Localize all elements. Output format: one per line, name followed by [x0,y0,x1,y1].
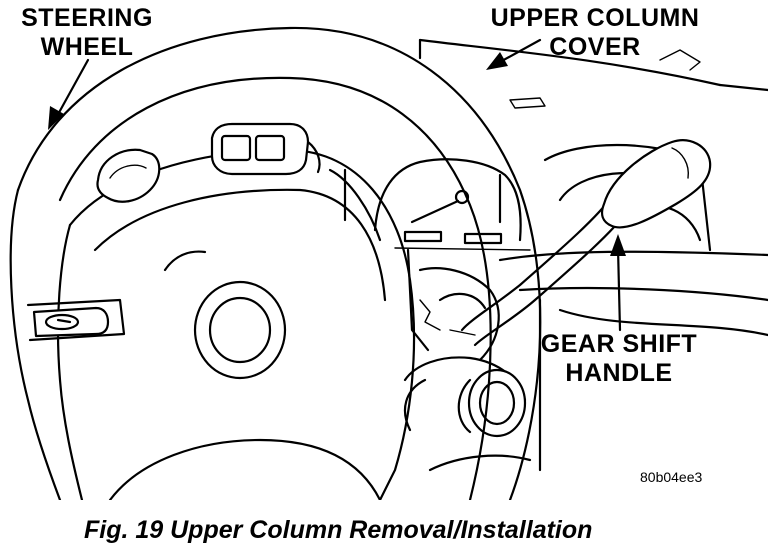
gear-shift-handle-label-line1: GEAR SHIFT [540,330,698,358]
steering-wheel-label-line1: STEERING [21,4,153,32]
steering-column-illustration [9,26,768,500]
leader-arrows [48,38,626,332]
upper-column-cover-label: UPPER COLUMN COVER [470,4,720,62]
upper-column-cover-label-line2: COVER [549,33,641,61]
steering-wheel-label: STEERING WHEEL [2,4,172,62]
steering-wheel-hub [56,148,416,500]
image-id: 80b04ee3 [640,469,703,485]
steering-wheel-label-line2: WHEEL [40,33,134,61]
upper-column-cover-label-line1: UPPER COLUMN [490,4,700,32]
gear-shift-handle-label: GEAR SHIFT HANDLE [527,330,711,388]
left-spoke-switch [26,298,126,342]
steering-wheel-rim [9,26,542,500]
figure-caption: Fig. 19 Upper Column Removal/Installatio… [84,516,593,544]
switch-pod [210,122,321,176]
gear-shift-handle-label-line2: HANDLE [565,359,673,387]
